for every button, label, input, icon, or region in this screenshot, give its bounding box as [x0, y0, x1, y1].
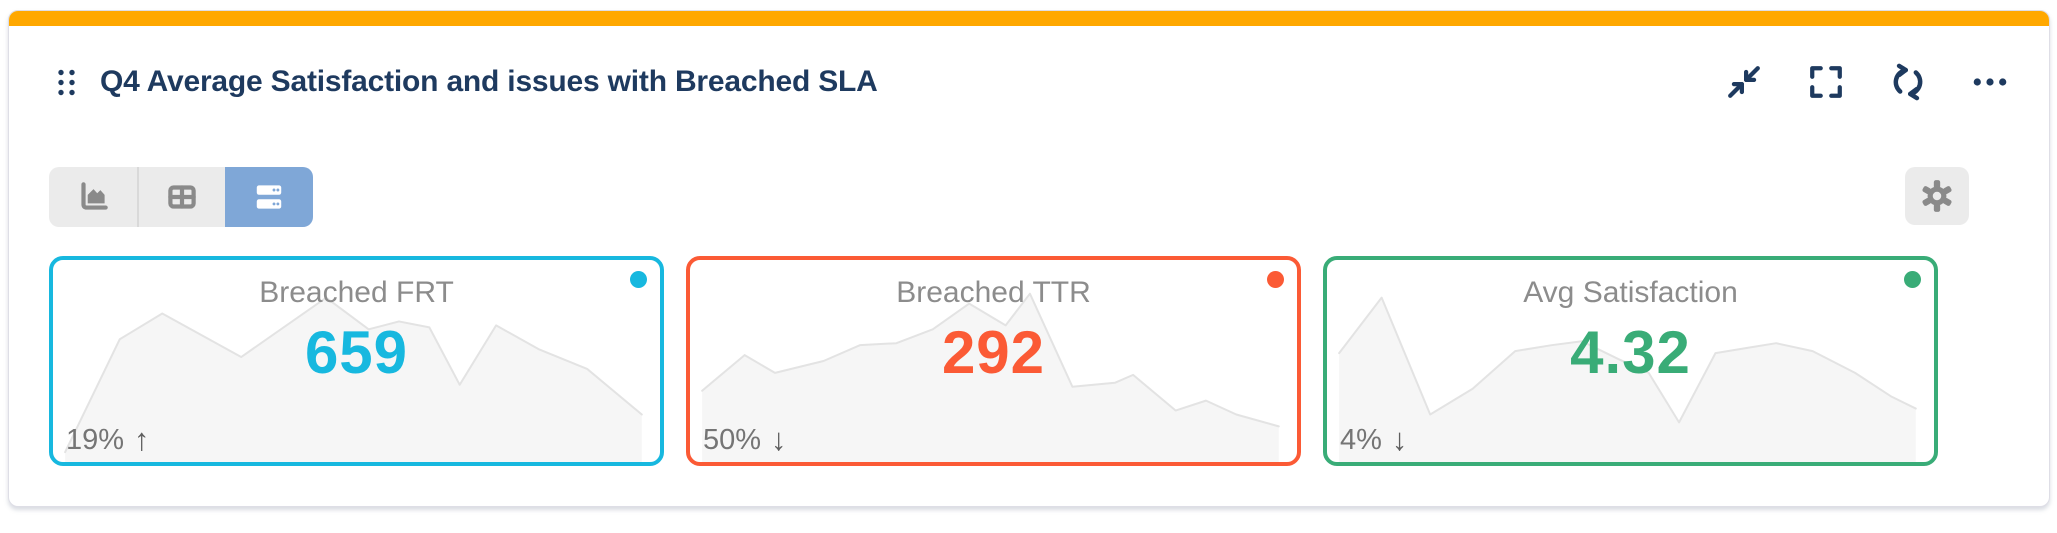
trend-down-arrow-icon: ↓ — [771, 422, 787, 457]
kpi-cards-icon — [256, 185, 282, 209]
kpi-label: Breached FRT — [259, 276, 454, 309]
gear-icon — [1922, 180, 1952, 212]
collapse-arrows-icon — [1728, 66, 1760, 98]
header-actions — [1725, 63, 2009, 101]
toggle-table-view[interactable] — [137, 167, 225, 227]
more-options-button[interactable] — [1971, 63, 2009, 101]
kpi-value: 659 — [304, 319, 409, 386]
sparkline — [1327, 264, 1934, 462]
view-toggle — [49, 167, 313, 227]
ellipsis-icon — [1973, 78, 2007, 86]
toggle-cards-view[interactable] — [225, 167, 313, 227]
kpi-card-breached-ttr[interactable]: Breached TTR 292 50% ↓ — [686, 256, 1301, 466]
toggle-chart-view[interactable] — [49, 167, 137, 227]
widget-title: Q4 Average Satisfaction and issues with … — [100, 65, 878, 98]
kpi-label: Breached TTR — [896, 276, 1091, 309]
refresh-button[interactable] — [1889, 63, 1927, 101]
status-dot — [1904, 271, 1921, 288]
drag-handle-icon[interactable] — [57, 68, 76, 97]
sparkline — [690, 264, 1297, 462]
kpi-delta: 19% ↑ — [66, 422, 150, 458]
kpi-card-avg-satisfaction[interactable]: Avg Satisfaction 4.32 4% ↓ — [1323, 256, 1938, 466]
trend-up-arrow-icon: ↑ — [134, 422, 150, 457]
widget-header: Q4 Average Satisfaction and issues with … — [57, 59, 2009, 105]
settings-button[interactable] — [1905, 167, 1969, 225]
trend-down-arrow-icon: ↓ — [1391, 422, 1408, 457]
kpi-delta-percent: 19% — [66, 423, 125, 456]
status-dot — [1267, 271, 1284, 288]
kpi-delta-percent: 4% — [1340, 423, 1382, 456]
collapse-button[interactable] — [1725, 63, 1763, 101]
kpi-delta-percent: 50% — [703, 423, 762, 456]
kpi-cards-row: Breached FRT 659 19% ↑ Breached TTR 292 … — [49, 256, 1938, 466]
table-icon — [168, 185, 196, 209]
dashboard-widget-card: Q4 Average Satisfaction and issues with … — [8, 10, 2050, 507]
fullscreen-icon — [1810, 66, 1842, 98]
kpi-value: 4.32 — [1570, 319, 1691, 386]
kpi-value: 292 — [941, 319, 1046, 386]
area-chart-icon — [81, 182, 108, 210]
kpi-delta: 4% ↓ — [1340, 422, 1407, 458]
sparkline — [53, 264, 660, 462]
accent-bar — [9, 11, 2049, 26]
kpi-delta: 50% ↓ — [703, 422, 787, 458]
kpi-label: Avg Satisfaction — [1523, 276, 1738, 309]
widget-toolbar — [49, 167, 2009, 227]
kpi-card-breached-frt[interactable]: Breached FRT 659 19% ↑ — [49, 256, 664, 466]
fullscreen-button[interactable] — [1807, 63, 1845, 101]
status-dot — [630, 271, 647, 288]
refresh-icon — [1893, 63, 1923, 101]
